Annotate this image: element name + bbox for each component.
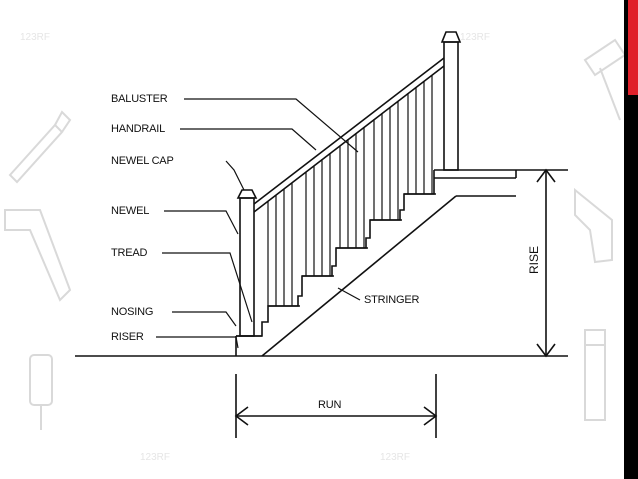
- tread-nosings: [268, 193, 436, 307]
- run-arrow-left: [234, 406, 249, 426]
- roller-icon: [29, 354, 53, 430]
- label-baluster: BALUSTER: [111, 93, 168, 105]
- newel-leader: [164, 210, 239, 235]
- upper-newel-post: [443, 41, 459, 171]
- balusters: [267, 75, 433, 306]
- newel-post: [239, 197, 255, 337]
- label-newel-cap: NEWEL CAP: [111, 155, 174, 167]
- handrail-leader: [180, 128, 317, 151]
- svg-text:123RF: 123RF: [20, 32, 50, 43]
- label-handrail: HANDRAIL: [111, 123, 166, 135]
- riser-leader: [156, 336, 239, 349]
- wrench-icon: [574, 187, 613, 264]
- bottom-step: [235, 335, 262, 356]
- accent-bar: [628, 0, 638, 95]
- newel-cap: [236, 189, 258, 199]
- handrail-top: [253, 57, 445, 205]
- paint-can-icon: [584, 329, 606, 421]
- stringer-line: [261, 195, 457, 357]
- label-riser: RISER: [111, 331, 144, 343]
- saw-icon: [4, 209, 72, 302]
- label-newel: NEWEL: [111, 205, 150, 217]
- rise-arrow-bottom: [536, 343, 556, 358]
- rise-arrow-top: [536, 168, 556, 183]
- stair-profile: [236, 170, 435, 337]
- run-arrow-right: [423, 406, 438, 426]
- watermark-text: 123RF 123RF 123RF 123RF: [20, 32, 490, 463]
- upper-newel-cap: [440, 31, 462, 43]
- upper-landing: [434, 169, 568, 179]
- nosing-leader: [172, 311, 237, 327]
- label-stringer: STRINGER: [364, 294, 420, 306]
- newel-cap-leader: [225, 160, 245, 191]
- tread-leader: [162, 252, 253, 323]
- label-tread: TREAD: [111, 247, 148, 259]
- label-nosing: NOSING: [111, 306, 154, 318]
- brush-icon: [8, 110, 72, 184]
- baluster-leader: [184, 98, 359, 153]
- leader-lines: [156, 98, 361, 349]
- svg-text:123RF: 123RF: [380, 452, 410, 463]
- label-rise: RISE: [527, 245, 541, 274]
- stringer-leader: [337, 287, 361, 301]
- svg-text:123RF: 123RF: [460, 32, 490, 43]
- handrail-bottom: [253, 65, 445, 213]
- svg-text:123RF: 123RF: [140, 452, 170, 463]
- side-bar: [624, 0, 638, 479]
- label-run: RUN: [318, 399, 342, 411]
